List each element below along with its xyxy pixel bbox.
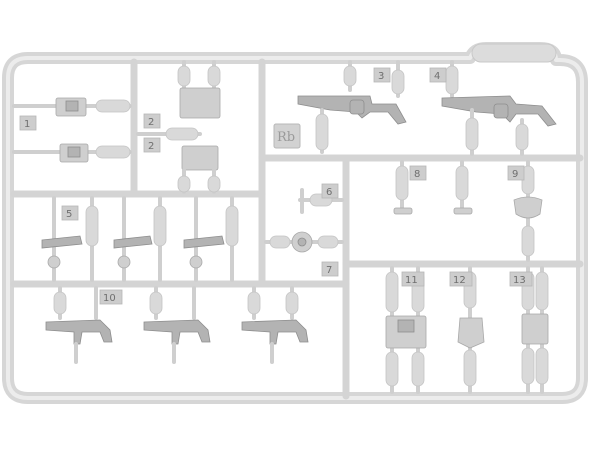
part-tab-3: 3 <box>378 71 384 82</box>
part-group-4 <box>441 60 557 156</box>
part-group-6-7 <box>264 188 344 253</box>
part-tab-12: 12 <box>453 275 466 286</box>
part-group-11-13 <box>385 266 549 394</box>
part-tab-4: 4 <box>434 71 440 82</box>
part-tab-13: 13 <box>513 275 526 286</box>
part-tab-11: 11 <box>405 275 418 286</box>
part-tab-2a: 2 <box>148 117 154 128</box>
part-group-8-9 <box>393 160 543 262</box>
part-group-5 <box>41 196 239 282</box>
part-group-2 <box>136 60 221 194</box>
part-tab-5: 5 <box>66 209 72 220</box>
part-tab-1: 1 <box>24 119 30 130</box>
part-tab-2b: 2 <box>148 141 154 152</box>
part-tab-7: 7 <box>326 265 332 276</box>
internal-runners <box>10 58 584 400</box>
part-tab-6: 6 <box>326 187 332 198</box>
part-group-10 <box>45 286 309 364</box>
part-tab-9: 9 <box>512 169 518 180</box>
part-tab-10: 10 <box>103 293 116 304</box>
sprue-logo: Rb <box>277 130 295 145</box>
part-group-3 <box>297 60 407 154</box>
part-group-1 <box>12 97 132 163</box>
part-tab-8: 8 <box>414 169 420 180</box>
